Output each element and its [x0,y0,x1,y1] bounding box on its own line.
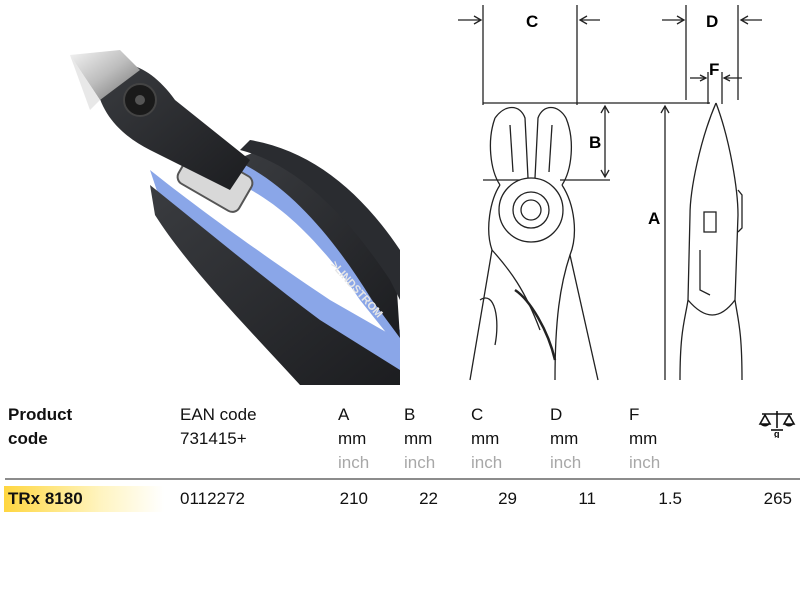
value-a: 210 [339,489,368,508]
product-photo: >LINDSTROM [70,50,400,385]
product-code: TRx 8180 [8,489,83,508]
dim-label-c: C [526,12,538,31]
header-col-c: C mm inch [471,405,503,472]
dim-label-d: D [706,12,718,31]
value-c: 29 [498,489,517,508]
header-product-code: Product code [8,405,73,448]
value-weight: 265 [763,489,792,508]
weight-unit: g [774,429,780,438]
weight-scale-icon: g [758,411,796,438]
value-b: 22 [419,489,438,508]
ean-value: 0112272 [180,489,245,508]
header-col-f: F mm inch [629,405,661,472]
dim-label-a: A [648,209,660,228]
table-header-rule [5,478,800,480]
technical-drawing: C B A D F [458,5,762,381]
value-d: 11 [578,489,596,508]
value-f: 1.5 [658,489,682,508]
header-col-d: D mm inch [550,405,582,472]
header-col-a: A mm inch [338,405,370,472]
dim-label-f: F [709,60,719,79]
header-col-b: B mm inch [404,405,436,472]
product-code-highlight: TRx 8180 [4,486,164,512]
dim-label-b: B [589,133,601,152]
header-ean-code: EAN code 731415+ [180,405,257,448]
